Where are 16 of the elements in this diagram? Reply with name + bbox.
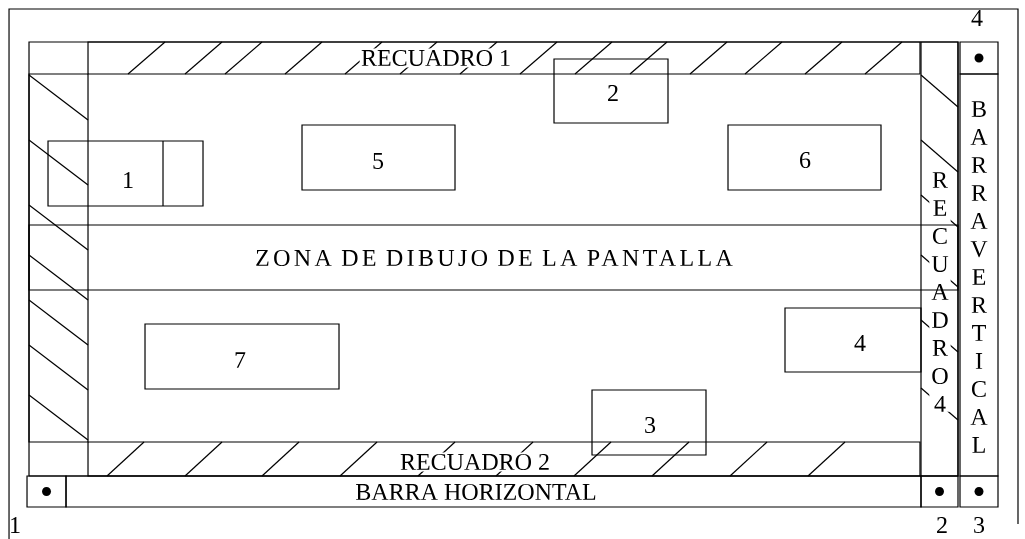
numbered-box: 4 (784, 307, 922, 373)
corner-number: 4 (971, 10, 983, 26)
hatched-band: RECUADRO 1 (87, 41, 921, 75)
numbered-box: 6 (727, 124, 882, 191)
numbered-box: 7 (144, 323, 340, 390)
hatched-band: RECUADRO 2 (87, 441, 921, 477)
hatched-band: RECUADRO 4 (920, 41, 959, 477)
numbered-box: 5 (301, 124, 456, 191)
numbered-box: 2 (553, 58, 669, 124)
numbered-box: 3 (591, 389, 707, 456)
corner-number: 3 (974, 516, 985, 534)
scroll-bar: BARRA VERTICAL (959, 73, 999, 477)
scroll-bar: BARRA HORIZONTAL (65, 475, 922, 508)
corner-number: 1 (11, 517, 20, 533)
corner-number: 2 (937, 517, 947, 533)
numbered-box: 1 (47, 140, 204, 207)
